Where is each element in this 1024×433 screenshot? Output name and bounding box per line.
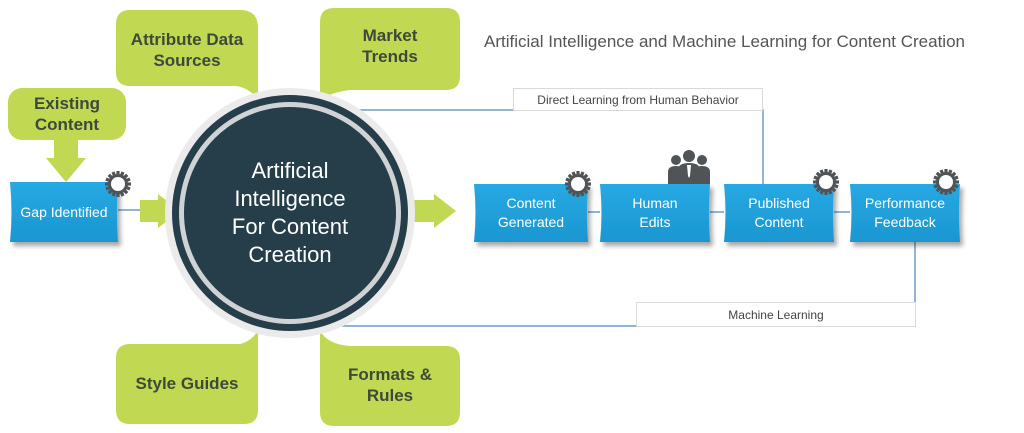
bubble-market-trends <box>320 8 460 100</box>
box-content-generated <box>474 184 588 242</box>
bubble-attribute-data-sources <box>116 10 258 100</box>
box-human-edits <box>600 184 710 242</box>
central-ai-circle <box>165 88 415 338</box>
box-gap-identified <box>10 182 118 242</box>
center-label: Artificial Intelligence For Content Crea… <box>231 158 349 267</box>
label-style-guides: Style Guides <box>135 373 239 393</box>
diagram-title: Artificial Intelligence and Machine Lear… <box>484 32 965 51</box>
box-performance-feedback <box>850 184 960 242</box>
label-machine-learning: Machine Learning <box>636 302 916 327</box>
people-group-icon <box>668 150 710 184</box>
bubble-style-guides <box>116 318 258 424</box>
box-published-content <box>724 184 834 242</box>
label-gap-identified: Gap Identified <box>20 203 108 220</box>
arrow-right-icon <box>414 194 456 228</box>
bubble-formats-rules <box>320 330 460 426</box>
bubble-existing-content <box>8 88 126 182</box>
process-connectors <box>118 209 850 213</box>
label-formats-rules: Formats &Rules <box>347 365 433 405</box>
label-direct-learning: Direct Learning from Human Behavior <box>513 88 763 111</box>
